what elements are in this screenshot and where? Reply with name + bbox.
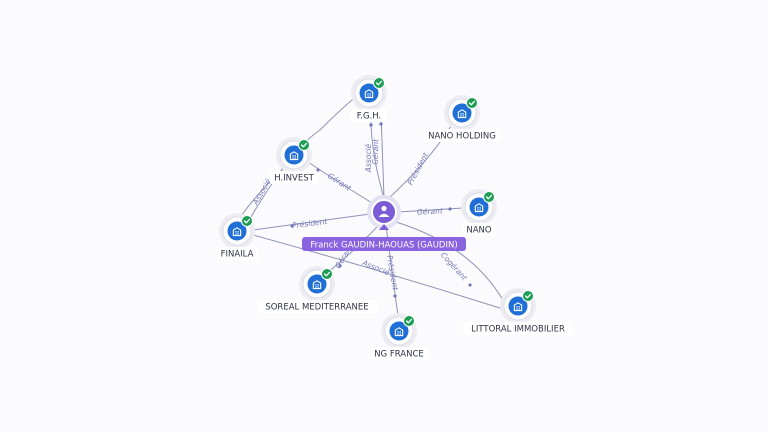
center-pin-tip (379, 224, 389, 230)
node-core (307, 274, 327, 294)
edge-arrow (379, 122, 383, 126)
center-label[interactable]: Franck GAUDIN-HAOUAS (GAUDIN) (310, 241, 457, 251)
node-core (359, 83, 379, 103)
node-core (452, 103, 472, 123)
edge-line (252, 234, 504, 310)
check-mark (375, 80, 383, 86)
edge-label: Associé (364, 143, 373, 173)
node-label[interactable]: H.INVEST (274, 174, 314, 184)
verified-check-icon (242, 216, 252, 226)
check-mark (468, 100, 476, 106)
node-core (227, 221, 247, 241)
edge-label: Président (292, 217, 329, 230)
node-label[interactable]: SOREAL MEDITERRANEE (265, 303, 368, 313)
node-label[interactable]: F.G.H. (357, 112, 381, 122)
node-label-box (463, 322, 573, 335)
node-label-box (257, 300, 377, 313)
center-core (371, 199, 397, 225)
node-core (469, 197, 489, 217)
edge-label: Cogérant (439, 250, 470, 283)
verified-check-icon (523, 291, 533, 301)
verified-check-icon (467, 98, 477, 108)
edge-label: Gérant (417, 206, 444, 216)
edge-label: Gérant (326, 171, 353, 193)
verified-check-icon (404, 316, 414, 326)
edge-finaila: Président (252, 213, 371, 231)
check-mark (524, 293, 532, 299)
node-label-box (270, 171, 318, 184)
center-person-node[interactable]: Franck GAUDIN-HAOUAS (GAUDIN) (302, 195, 466, 251)
node-core (284, 145, 304, 165)
company-node-ngfrance[interactable]: NG FRANCE (369, 313, 429, 360)
node-label[interactable]: FINAILA (221, 250, 254, 260)
check-mark (243, 218, 251, 224)
company-node-nano-holding[interactable]: NANO HOLDING (424, 95, 500, 142)
company-node-finaila[interactable]: FINAILA (216, 213, 258, 260)
edge-arrow (393, 294, 397, 298)
node-label-box (216, 247, 258, 260)
verified-check-icon (299, 140, 309, 150)
company-node-littoral[interactable]: LITTORAL IMMOBILIER (463, 288, 573, 335)
edge-nano: Gérant (397, 206, 464, 217)
edge-line (395, 221, 504, 301)
node-label-box (463, 223, 495, 236)
node-core (508, 296, 528, 316)
edge-finaila-fgh (247, 96, 357, 223)
company-node-fgh[interactable]: F.G.H. (351, 75, 387, 122)
edge-label: Président (406, 150, 431, 186)
node-label[interactable]: NANO (466, 226, 492, 236)
edge-line (252, 213, 371, 231)
check-mark (300, 142, 308, 148)
person-icon (378, 205, 390, 217)
company-node-hinvest[interactable]: H.INVEST (270, 137, 318, 184)
node-label[interactable]: NG FRANCE (374, 350, 424, 360)
node-label-box (351, 109, 387, 122)
edge-fgh: Gérant (371, 111, 385, 199)
node-label-box (424, 129, 500, 142)
company-node-soreal[interactable]: SOREAL MEDITERRANEE (257, 266, 377, 313)
edge-arrow (338, 264, 342, 268)
nodes-layer: F.G.H. NANO HOLDING H.INVEST NANO FINAILA SOR… (216, 75, 573, 360)
edge-arrow (448, 207, 452, 211)
node-core (389, 321, 409, 341)
edge-line (380, 111, 385, 199)
edge-label: Associé (250, 177, 273, 207)
edge-line (397, 207, 464, 213)
node-label[interactable]: NANO HOLDING (428, 132, 496, 142)
edge-line (247, 96, 357, 223)
verified-check-icon (322, 269, 332, 279)
check-mark (405, 318, 413, 324)
edge-line (307, 161, 373, 204)
edge-arrow (468, 283, 472, 287)
edge-line (327, 225, 379, 273)
check-mark (485, 194, 493, 200)
verified-check-icon (484, 192, 494, 202)
edge-arrow (290, 224, 294, 228)
edge-label: Gérant (371, 138, 381, 165)
center-label-box (302, 237, 466, 251)
node-label[interactable]: LITTORAL IMMOBILIER (471, 325, 565, 335)
verified-check-icon (374, 78, 384, 88)
check-mark (323, 271, 331, 277)
company-node-nano[interactable]: NANO (461, 189, 497, 236)
edge-arrow (316, 168, 320, 172)
edge-arrow (369, 123, 373, 127)
node-label-box (369, 347, 429, 360)
